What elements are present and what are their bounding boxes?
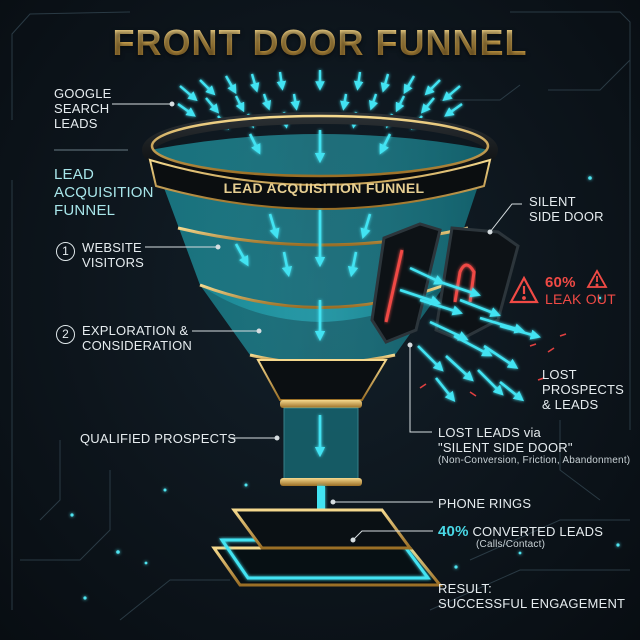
smartphone-icon	[211, 508, 444, 587]
lead-acquisition-section-label: LEAD ACQUISITION FUNNEL	[54, 166, 154, 219]
phone-rings-label: PHONE RINGS	[438, 496, 532, 511]
funnel-band-label: LEAD ACQUISITION FUNNEL	[223, 180, 425, 196]
step-website-visitors: 1 WEBSITE VISITORS	[56, 240, 144, 270]
warning-triangle-icon-small	[586, 269, 608, 288]
warning-triangle-icon	[509, 275, 539, 304]
lost-prospects-label: LOST PROSPECTS & LEADS	[542, 367, 624, 412]
lost-leads-note: (Non-Conversion, Friction, Abandonment)	[438, 455, 631, 466]
leak-sparks	[419, 333, 567, 397]
converted-note: (Calls/Contact)	[476, 539, 546, 550]
circuit-dots	[70, 176, 620, 600]
leak-arrows	[399, 266, 542, 403]
funnel-flow-arrows	[234, 130, 406, 458]
step-number-badge: 2	[56, 325, 75, 344]
leader-lines	[54, 101, 522, 543]
page-title: FRONT DOOR FUNNEL	[0, 22, 640, 64]
converted-percent: 40%	[438, 523, 469, 540]
qualified-prospects-label: QUALIFIED PROSPECTS	[80, 431, 237, 446]
step-exploration-consideration: 2 EXPLORATION & CONSIDERATION	[56, 323, 192, 353]
google-search-leads-label: GOOGLE SEARCH LEADS	[54, 86, 112, 131]
silent-side-door-label: SILENT SIDE DOOR	[529, 194, 604, 224]
incoming-lead-arrows	[177, 70, 463, 130]
converted-text: CONVERTED LEADS	[472, 524, 604, 539]
leak-percent: 60%	[545, 274, 576, 291]
circuit-lines	[11, 11, 631, 621]
converted-leads-stat: 40% CONVERTED LEADS (Calls/Contact)	[438, 524, 603, 551]
result-label: RESULT: SUCCESSFUL ENGAGEMENT	[438, 581, 626, 611]
step-number-badge: 1	[56, 242, 75, 261]
leak-out-stat: 60% LEAK OUT	[545, 274, 616, 308]
lost-leads-label: LOST LEADS via "SILENT SIDE DOOR" (Non-C…	[438, 425, 631, 466]
leak-text: LEAK OUT	[545, 291, 616, 307]
